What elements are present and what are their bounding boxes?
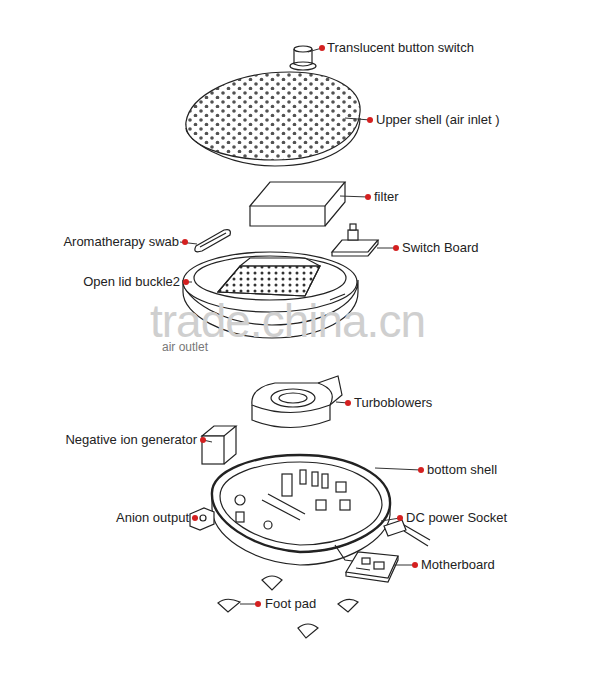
part-label: Aromatherapy swab: [63, 234, 179, 250]
upper-shell: [180, 70, 365, 166]
foot-pads: [218, 576, 358, 638]
bottom-shell: [212, 455, 390, 565]
part-label: bottom shell: [427, 462, 497, 478]
part-label: Negative ion generator: [65, 432, 197, 448]
part-label: Upper shell (air inlet ): [376, 112, 500, 128]
part-label: DC power Socket: [406, 510, 507, 526]
anion-output: [190, 508, 214, 530]
part-label: Foot pad: [265, 596, 316, 612]
switch-board: [332, 224, 378, 256]
button-switch: [290, 46, 316, 70]
part-label: air outlet: [162, 340, 208, 354]
ion-generator: [202, 426, 236, 464]
part-label: Translucent button switch: [327, 40, 474, 56]
part-label: Turboblowers: [354, 395, 432, 411]
part-label: filter: [374, 189, 399, 205]
filter: [250, 182, 345, 226]
part-label: Open lid buckle2: [83, 274, 180, 290]
turboblower: [252, 376, 342, 428]
motherboard: [346, 552, 398, 582]
part-label: Switch Board: [402, 240, 479, 256]
part-label: Motherboard: [421, 557, 495, 573]
part-label: Anion output: [116, 510, 189, 526]
aromatherapy-swab: [195, 230, 231, 252]
